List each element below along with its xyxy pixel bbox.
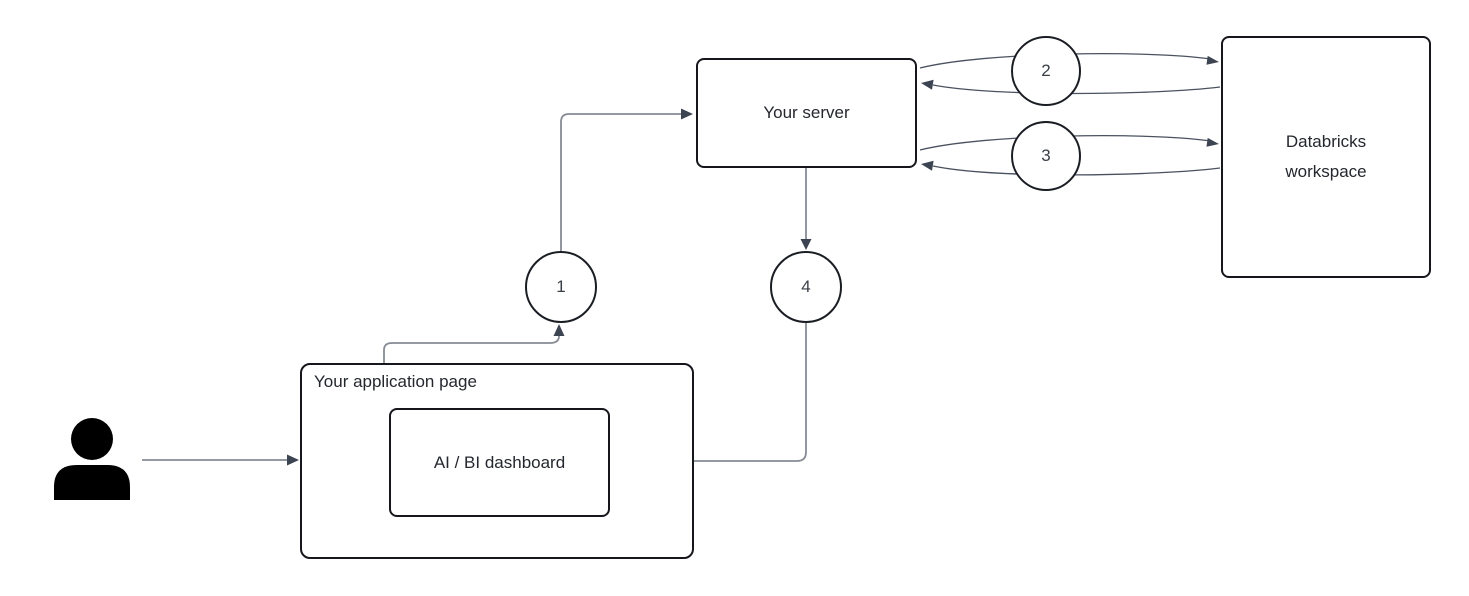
person-icon <box>54 418 130 500</box>
edge-app-to-step1-arrow <box>383 324 565 363</box>
step-1-number: 1 <box>556 277 566 296</box>
step-badge-3: 3 <box>1011 121 1081 191</box>
node-ai-bi-dashboard: AI / BI dashboard <box>389 408 610 517</box>
application-page-label: Your application page <box>314 372 477 391</box>
step-4-number: 4 <box>801 277 811 296</box>
step-badge-1: 1 <box>525 251 597 323</box>
node-databricks-workspace: Databricks workspace <box>1221 36 1431 278</box>
node-application-page: Your application page AI / BI dashboard <box>300 363 694 559</box>
dashboard-label: AI / BI dashboard <box>433 452 566 472</box>
server-label: Your server <box>763 103 850 122</box>
step-3-number: 3 <box>1041 146 1051 165</box>
edge-step1-to-server-arrow <box>560 108 693 251</box>
edge-server-to-step4-arrow <box>800 168 812 250</box>
step-badge-4: 4 <box>770 251 842 323</box>
step-2-number: 2 <box>1041 61 1051 80</box>
step-badge-2: 2 <box>1011 36 1081 106</box>
edge-user-to-app-arrow <box>142 454 299 466</box>
databricks-label: Databricks workspace <box>1285 132 1367 181</box>
node-your-server: Your server <box>696 58 917 168</box>
